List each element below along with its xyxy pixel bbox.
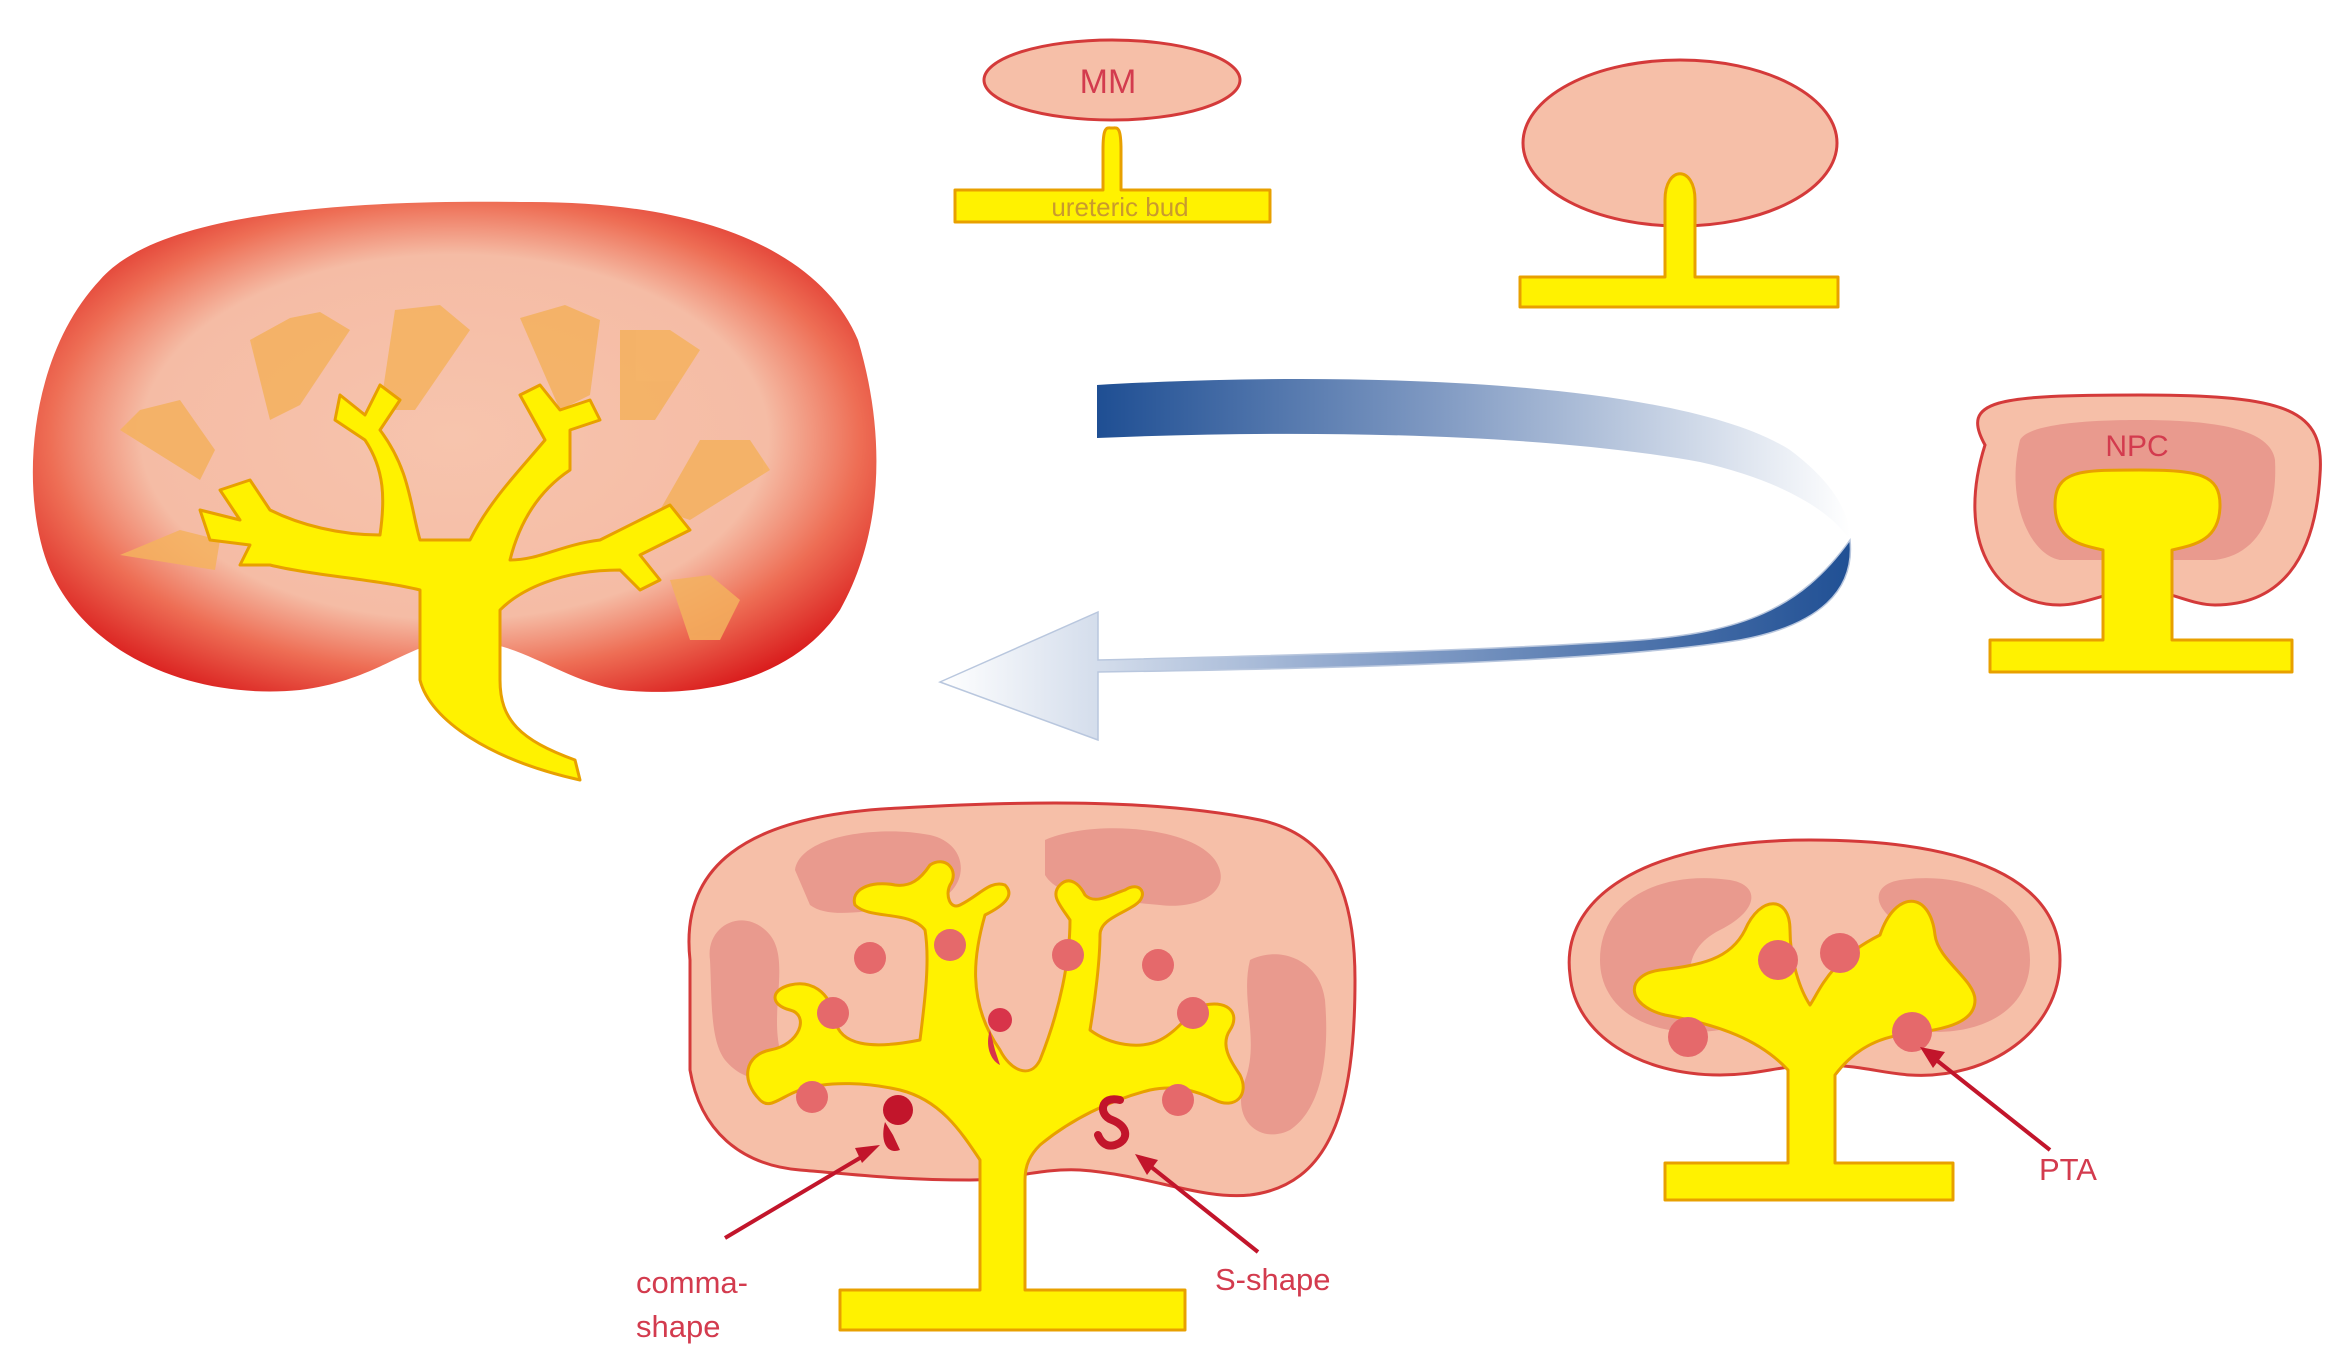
stage5-vesicle [1162,1084,1194,1116]
stage5-vesicle [1177,997,1209,1029]
stage5-vesicle [1142,949,1174,981]
stage5-vesicle [934,929,966,961]
mature-kidney [33,202,877,780]
stage5-vesicle [854,942,886,974]
pta-vesicle [1668,1017,1708,1057]
stage5-vesicle [796,1081,828,1113]
arrow-upper-band [1097,379,1850,540]
stage-mm-ureteric-bud: MM ureteric bud [955,40,1270,222]
stage-comma-s-shape: comma- shape S-shape [636,803,1355,1344]
comma-shape-label-line1: comma- [636,1265,748,1300]
stage-bud-invasion [1520,60,1838,307]
ureteric-bud-label: ureteric bud [1051,192,1188,222]
pta-vesicle [1892,1012,1932,1052]
stage5-vesicle [817,997,849,1029]
pta-vesicle [1820,933,1860,973]
pta-label: PTA [2039,1152,2097,1187]
arrow-lower-band [940,540,1850,740]
mm-label: MM [1080,63,1137,101]
stage5-vesicle [1052,939,1084,971]
stage-pta: PTA [1569,840,2097,1200]
stage-npc-cap: NPC [1975,395,2321,672]
comma-shape-label-line2: shape [636,1309,720,1344]
development-cycle-arrow [940,379,1850,740]
pta-vesicle [1758,940,1798,980]
npc-label: NPC [2105,430,2168,463]
s-shape-label: S-shape [1215,1262,1330,1297]
